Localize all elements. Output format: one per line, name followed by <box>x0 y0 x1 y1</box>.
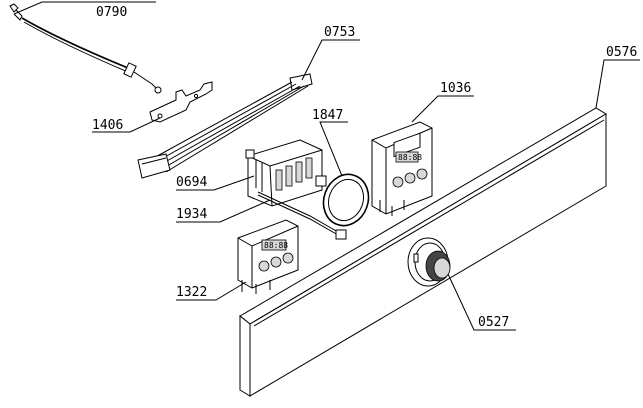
label-0753: 0753 <box>324 25 355 40</box>
leader-1036 <box>411 95 474 123</box>
label-0576: 0576 <box>606 45 637 60</box>
label-1934: 1934 <box>176 207 207 222</box>
leader-1322 <box>176 281 247 301</box>
part-0527-knob <box>407 237 451 287</box>
label-1406: 1406 <box>92 118 123 133</box>
label-0694: 0694 <box>176 175 207 190</box>
part-1036-programmer: 88:88 <box>371 121 433 216</box>
part-0753-ribbon-cable <box>137 73 313 179</box>
part-1934-wire <box>257 191 347 240</box>
part-0694-selector-switch <box>245 139 327 207</box>
svg-text:88:88: 88:88 <box>398 153 422 162</box>
part-1322-programmer: 88:88 <box>237 219 299 294</box>
leader-lines <box>13 1 640 331</box>
label-0527: 0527 <box>478 315 509 330</box>
part-1847-ring <box>322 173 370 227</box>
part-0790-wire-sensor <box>9 3 162 94</box>
leader-0576 <box>595 59 640 109</box>
label-1036: 1036 <box>440 81 471 96</box>
leader-1406 <box>92 117 161 133</box>
leader-0527 <box>447 273 516 331</box>
svg-text:88:88: 88:88 <box>264 241 288 250</box>
label-1847: 1847 <box>312 108 343 123</box>
leader-0790 <box>13 1 156 15</box>
leader-1934 <box>176 199 271 223</box>
label-0790: 0790 <box>96 5 127 20</box>
leader-0694 <box>176 175 255 191</box>
part-labels: 0790 0753 1406 1847 1036 0576 0694 1934 … <box>92 5 637 330</box>
label-1322: 1322 <box>176 285 207 300</box>
leader-1847 <box>319 121 348 177</box>
leader-0753 <box>301 39 360 81</box>
